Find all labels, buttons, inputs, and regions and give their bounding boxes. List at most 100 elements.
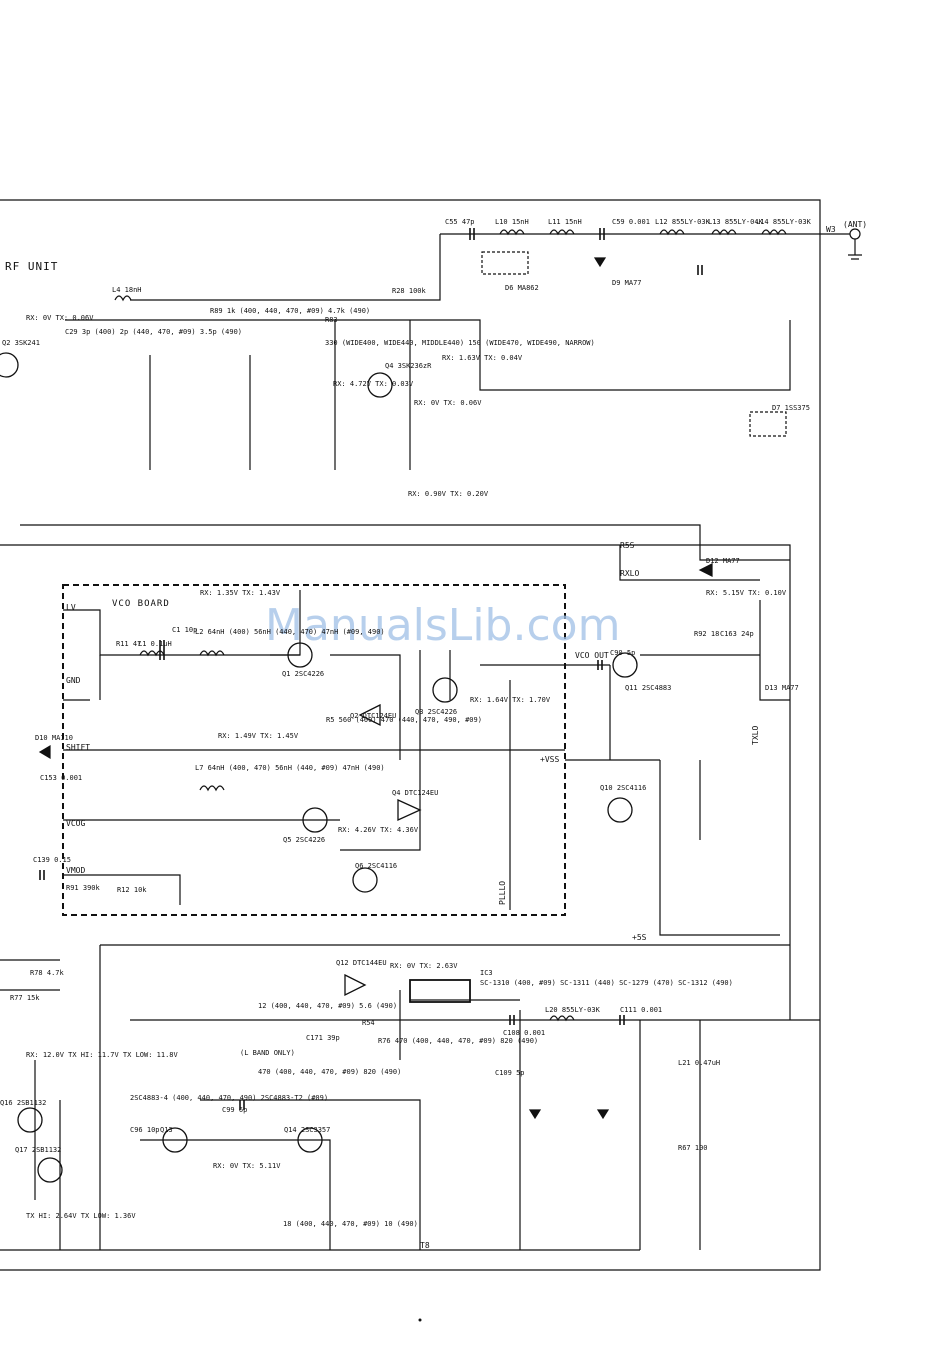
pin-lv: LV [66, 603, 76, 612]
voltage-q3-collector: RX: 1.64V TX: 1.70V [470, 696, 551, 704]
voltage-q12: RX: 0V TX: 2.63V [390, 962, 458, 970]
label-l21: L21 0.47uH [678, 1059, 720, 1067]
label-ic3: IC3 [480, 969, 493, 977]
label-r77: R77 15k [10, 994, 40, 1002]
label-d13: D13 MA77 [765, 684, 799, 692]
vco-board-outline [62, 584, 566, 916]
label-c59: C59 0.001 [612, 218, 650, 226]
pin-t8: T8 [420, 1241, 430, 1250]
label-r78: R78 4.7k [30, 969, 65, 977]
voltage-r31: RX: 0.90V TX: 0.20V [408, 490, 489, 498]
label-q6: Q6 2SC4116 [355, 862, 397, 870]
label-c109: C109 5p [495, 1069, 525, 1077]
label-r54-vals: 12 (400, 440, 470, #09) 5.6 (490) [258, 1002, 397, 1010]
label-r12: R12 10k [117, 886, 147, 894]
label-q1: Q1 2SC4226 [282, 670, 324, 678]
voltage-q6-collector: RX: 4.26V TX: 4.36V [338, 826, 419, 834]
pin-gnd: GND [66, 676, 81, 685]
voltage-q16: RX: 12.0V TX HI: 11.7V TX LOW: 11.8V [26, 1051, 179, 1059]
label-q13: Q13 [160, 1126, 173, 1134]
pin-vco-out: VCO OUT [575, 651, 609, 660]
label-l4: L4 18nH [112, 286, 142, 294]
pin-w3: W3 [826, 225, 836, 234]
label-ic3-vals: SC-1310 (400, #09) SC-1311 (440) SC-1279… [480, 979, 733, 987]
label-c99: C99 6p [222, 1106, 247, 1114]
label-r470: 470 (400, 440, 470, #09) 820 (490) [258, 1068, 401, 1076]
label-r28: R28 100k [392, 287, 427, 295]
label-q4v: Q4 DTC124EU [392, 789, 438, 797]
label-q14: Q14 2SC3357 [284, 1126, 330, 1134]
label-c96: C96 10p [130, 1126, 160, 1134]
pin-txlo: TXLO [751, 726, 760, 745]
label-l7: L7 64nH (400, 470) 56nH (440, #09) 47nH … [195, 764, 385, 772]
label-c108: C108 0.001 [503, 1029, 545, 1037]
label-q12: Q12 DTC144EU [336, 959, 387, 967]
label-c111: C111 0.001 [620, 1006, 662, 1014]
label-l1: L1 0.1uH [138, 640, 172, 648]
label-r83: R83 [325, 316, 338, 324]
label-q2-rf: Q2 3SK241 [2, 339, 40, 347]
label-q10: Q10 2SC4116 [600, 784, 646, 792]
pin-vss: +VSS [540, 755, 559, 764]
voltage-q1-base: RX: 1.49V TX: 1.45V [218, 732, 299, 740]
antenna-label: (ANT) [843, 220, 867, 229]
label-r54: R54 [362, 1019, 375, 1027]
label-q3: Q3 2SC4226 [415, 708, 457, 716]
label-q2: Q2 DTC124EU [350, 712, 396, 720]
label-d9: D9 MA77 [612, 279, 642, 287]
watermark: ManualsLib.com [265, 600, 620, 651]
label-q4-voltage-2: RX: 1.63V TX: 0.04V [442, 354, 523, 362]
label-r67: R67 100 [678, 1144, 708, 1152]
label-r5: R5 560 (400) 470 (440, 470, 490, #09) [326, 716, 482, 724]
label-r83-vals: 330 (WIDE400, WIDE440, MIDDLE440) 150 (W… [325, 339, 595, 347]
label-d7: D7 1SS375 [772, 404, 810, 412]
label-d10: D10 MA110 [35, 734, 73, 742]
label-c153: C153 0.001 [40, 774, 82, 782]
label-l10: L10 15nH [495, 218, 529, 226]
label-q13-vals: 2SC4883-4 (400, 440, 470, 490) 2SC4883-T… [130, 1094, 328, 1102]
voltage-r60: RX: 0V TX: 5.11V [213, 1162, 281, 1170]
vco-board-title: VCO BOARD [112, 599, 170, 609]
label-c1: C1 10p [172, 626, 197, 634]
label-q14-vals: 18 (400, 440, 470, #09) 10 (490) [283, 1220, 418, 1228]
label-c139: C139 0.15 [33, 856, 71, 864]
label-l12: L12 855LY-03K [655, 218, 711, 226]
label-c171: C171 39p [306, 1034, 340, 1042]
voltage-vco-top: RX: 1.35V TX: 1.43V [200, 589, 281, 597]
pin-shift: SHIFT [66, 743, 90, 752]
label-l13: L13 855LY-04K [708, 218, 764, 226]
label-r76: R76 470 (400, 440, 470, #09) 820 (490) [378, 1037, 538, 1045]
label-c163: C163 24p [720, 630, 754, 638]
label-q5: Q5 2SC4226 [283, 836, 325, 844]
label-r11: R11 47 [116, 640, 141, 648]
voltage-r24: RX: 0V TX: 0.06V [414, 399, 482, 407]
label-c55: C55 47p [445, 218, 475, 226]
label-l-band: (L BAND ONLY) [240, 1049, 295, 1057]
pin-rxlo: RXLO [620, 569, 639, 578]
voltage-q17: TX HI: 2.64V TX LOW: 1.36V [26, 1212, 136, 1220]
label-c29: C29 3p (400) 2p (440, 470, #09) 3.5p (49… [65, 328, 242, 336]
label-d6: D6 MA862 [505, 284, 539, 292]
label-l20: L20 855LY-03K [545, 1006, 601, 1014]
label-c90: C90 5p [610, 649, 635, 657]
label-q2-voltage: RX: 0V TX: 0.06V [26, 314, 94, 322]
label-r91: R91 390k [66, 884, 101, 892]
pin-r5s: R5S [620, 541, 635, 550]
label-l14: L14 855LY-03K [756, 218, 812, 226]
label-q11: Q11 2SC4883 [625, 684, 671, 692]
sheet-border [0, 199, 821, 1271]
label-q17: Q17 2SB1132 [15, 1146, 61, 1154]
label-q4-voltage: RX: 4.72V TX: 0.03V [333, 380, 414, 388]
label-r89: R89 1k (400, 440, 470, #09) 4.7k (490) [210, 307, 370, 315]
label-q16: Q16 2SB1132 [0, 1099, 46, 1107]
label-r92: R92 18 [694, 630, 719, 638]
pin-p5s: +5S [632, 933, 647, 942]
pin-plllo: PLLLO [498, 881, 507, 905]
voltage-d12: RX: 5.15V TX: 0.10V [706, 589, 787, 597]
label-l11: L11 15nH [548, 218, 582, 226]
pin-vmod: VMOD [66, 866, 85, 875]
label-q4: Q4 3SK236zR [385, 362, 432, 370]
label-d12: D12 MA77 [706, 557, 740, 565]
ic3-box [409, 979, 471, 1003]
